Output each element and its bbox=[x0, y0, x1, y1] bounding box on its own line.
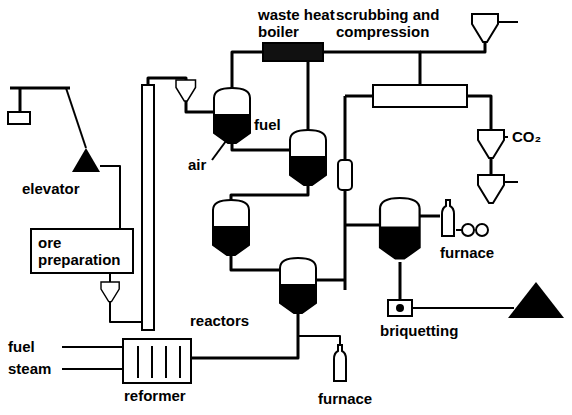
vessel-outline bbox=[262, 42, 324, 62]
equipment-label: fuel bbox=[8, 338, 35, 355]
reactor-vessel bbox=[290, 130, 326, 185]
boiler-box: waste heat boiler bbox=[258, 6, 344, 62]
ore-feed-pipe bbox=[100, 166, 120, 228]
gas-pipe bbox=[468, 96, 491, 130]
equipment-label: steam bbox=[8, 360, 51, 377]
pipework bbox=[10, 22, 518, 378]
furnace-pipe bbox=[298, 336, 340, 345]
scrubber-pipe bbox=[345, 95, 372, 98]
equipment-label: CO₂ bbox=[512, 128, 541, 145]
blower-symbol bbox=[476, 224, 488, 236]
equipment-label: reactors bbox=[190, 312, 249, 329]
furnace-symbol bbox=[334, 345, 346, 381]
product-conveyor bbox=[412, 307, 514, 309]
conveyor bbox=[66, 88, 86, 148]
gas-pipe bbox=[307, 62, 310, 130]
outlet-pipe bbox=[504, 181, 518, 183]
equipment-label: air bbox=[188, 156, 206, 173]
equipment-label: fuel bbox=[254, 116, 281, 133]
gas-pipe bbox=[490, 158, 493, 175]
cyclone-symbol bbox=[176, 80, 196, 101]
scrubber-box: scrubbing and compression bbox=[336, 6, 468, 108]
reactor-vessel bbox=[213, 200, 249, 255]
gas-pipe bbox=[232, 52, 262, 88]
equipment-label: furnace bbox=[318, 390, 372, 407]
furnace-symbol bbox=[442, 200, 454, 236]
feed-pipe bbox=[186, 101, 214, 112]
air-pipe bbox=[212, 141, 226, 160]
gas-pipe bbox=[420, 42, 485, 52]
outlet-pipe bbox=[498, 21, 518, 23]
reactor-vessel bbox=[214, 88, 250, 143]
equipment-label: furnace bbox=[440, 244, 494, 261]
reactor-vessel bbox=[280, 258, 316, 313]
node-text: ore preparation bbox=[38, 234, 126, 268]
node-heading: scrubbing and compression bbox=[336, 6, 446, 40]
steam-pipe bbox=[62, 368, 122, 370]
pipe-connector bbox=[324, 52, 420, 84]
separator-vessel bbox=[338, 160, 352, 190]
cyclone-symbol bbox=[478, 130, 504, 158]
blower-symbol bbox=[462, 224, 474, 236]
elevator-column bbox=[142, 85, 154, 330]
process-box: ore preparation bbox=[30, 228, 134, 274]
ore-pipe bbox=[109, 274, 111, 282]
cyclone-symbol bbox=[472, 14, 498, 42]
reactor-pipe bbox=[345, 224, 380, 227]
briquetting-press bbox=[388, 300, 412, 316]
reformer-box: reformer bbox=[122, 338, 204, 404]
ore-pipe bbox=[110, 302, 142, 322]
crane-post bbox=[19, 88, 22, 114]
blower-pipe bbox=[456, 229, 462, 231]
equipment-label: briquetting bbox=[380, 322, 458, 339]
ore-pile bbox=[72, 148, 100, 172]
cyclone-symbol bbox=[478, 175, 504, 203]
reactor-pipe bbox=[232, 143, 290, 150]
reformer-tubes bbox=[138, 346, 180, 378]
reactor-pipe bbox=[316, 279, 345, 282]
fuel-pipe bbox=[62, 346, 122, 348]
node-heading: reformer bbox=[124, 387, 204, 404]
crane-cab bbox=[8, 112, 30, 124]
equipment-label: elevator bbox=[22, 180, 80, 197]
node-heading: waste heat boiler bbox=[258, 6, 344, 40]
vessel-outline bbox=[122, 338, 192, 384]
product-pipe bbox=[399, 262, 402, 300]
press-roll bbox=[396, 304, 404, 312]
reactor-pipe bbox=[231, 185, 308, 200]
furnace-pipe bbox=[420, 215, 440, 218]
cyclone-symbol bbox=[101, 282, 119, 302]
vessel-outline bbox=[372, 84, 468, 108]
reactor-vessel bbox=[380, 198, 420, 259]
product-pile bbox=[508, 282, 564, 318]
main-pipe bbox=[344, 96, 347, 290]
reactor-pipe bbox=[231, 255, 280, 270]
